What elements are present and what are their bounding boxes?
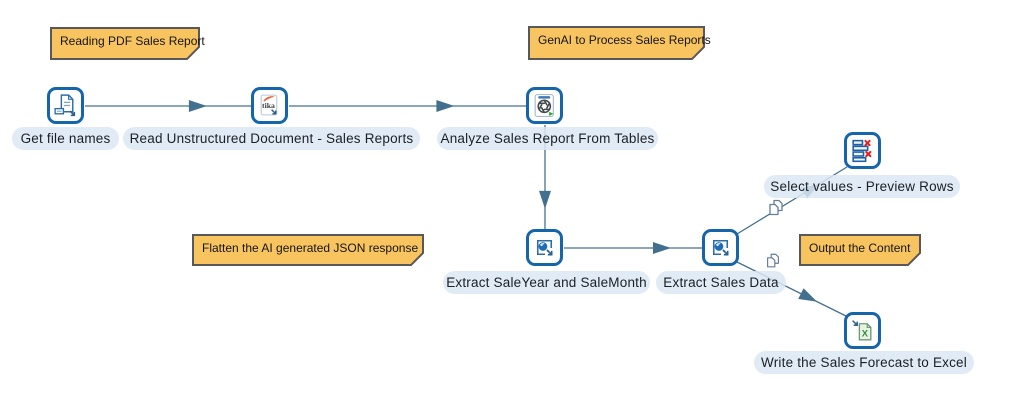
annotation-text: Output the Content <box>809 241 911 255</box>
tika-icon: tika <box>260 94 278 116</box>
svg-text:X: X <box>862 329 869 339</box>
svg-text:tika: tika <box>262 101 275 110</box>
node-label-analyze-sales-report[interactable]: Analyze Sales Report From Tables <box>437 127 658 150</box>
node-label-read-unstructured-document[interactable]: Read Unstructured Document - Sales Repor… <box>123 127 420 150</box>
node-label-extract-sales-data[interactable]: Extract Sales Data <box>656 271 786 294</box>
node-select-values-preview-rows[interactable] <box>844 132 881 169</box>
node-get-file-names[interactable] <box>47 87 84 124</box>
node-label-write-sales-forecast-to-excel[interactable]: Write the Sales Forecast to Excel <box>754 351 974 374</box>
node-write-sales-forecast-to-excel[interactable]: X <box>844 312 881 349</box>
annotation-text: Flatten the AI generated JSON response <box>202 241 419 255</box>
note-fold-corner <box>907 252 921 266</box>
annotation-text: Reading PDF Sales Report <box>60 34 205 48</box>
openai-icon <box>534 94 554 117</box>
node-extract-saleyear-salemonth[interactable] <box>526 229 563 266</box>
node-analyze-sales-report[interactable] <box>526 87 563 124</box>
annotation-genai[interactable]: GenAI to Process Sales Reports <box>528 26 711 60</box>
arrowhead-read-unstructured-document-to-analyze-sales-report <box>436 100 455 112</box>
note-fold-corner <box>410 252 424 266</box>
arrowhead-extract-saleyear-salemonth-to-extract-sales-data <box>652 242 671 254</box>
excel-file-icon: X <box>852 320 872 341</box>
extract-icon <box>536 239 553 256</box>
arrowhead-get-file-names-to-read-unstructured-document <box>188 100 207 112</box>
document-copy-icon <box>54 94 76 117</box>
node-read-unstructured-document[interactable]: tika <box>251 87 288 124</box>
extract-icon <box>712 239 729 256</box>
node-label-get-file-names[interactable]: Get file names <box>12 127 119 150</box>
arrowhead-extract-sales-data-to-write-sales-forecast-to-excel <box>798 288 818 302</box>
note-fold-corner <box>186 46 200 60</box>
annotation-output-content[interactable]: Output the Content <box>799 234 921 266</box>
node-extract-sales-data[interactable] <box>702 229 739 266</box>
arrowhead-analyze-sales-report-to-extract-saleyear-salemonth <box>539 190 551 209</box>
copy-pages-icon <box>769 199 783 216</box>
annotation-reading-pdf[interactable]: Reading PDF Sales Report <box>50 27 205 60</box>
annotation-flatten-json[interactable]: Flatten the AI generated JSON response <box>192 234 424 266</box>
copy-pages-icon <box>767 253 779 268</box>
node-label-select-values-preview-rows[interactable]: Select values - Preview Rows <box>764 175 960 198</box>
row-filter-icon <box>852 139 872 163</box>
note-fold-corner <box>691 46 705 60</box>
node-label-extract-saleyear-salemonth[interactable]: Extract SaleYear and SaleMonth <box>443 271 650 294</box>
annotation-text: GenAI to Process Sales Reports <box>538 33 711 47</box>
